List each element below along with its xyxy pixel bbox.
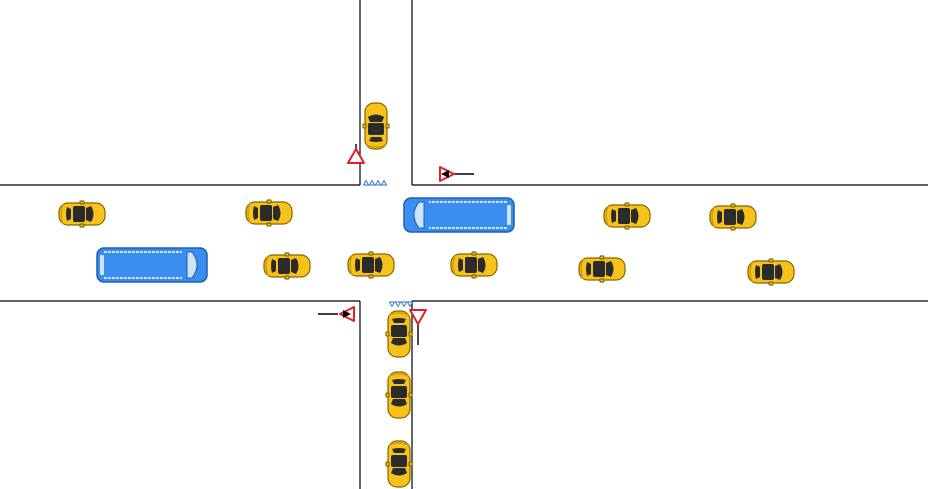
yield-sign-top-right xyxy=(439,166,474,182)
yield-sign-top-left xyxy=(347,144,365,164)
car-icon xyxy=(347,251,395,279)
crossing-markers-bottom xyxy=(388,301,414,307)
bus-icon xyxy=(96,247,208,283)
car-icon xyxy=(362,102,390,150)
car-icon xyxy=(385,371,413,419)
triangle-marker-icon xyxy=(374,180,382,186)
triangle-marker-icon xyxy=(368,180,376,186)
car-icon xyxy=(245,199,293,227)
car-icon xyxy=(385,440,413,488)
vehicles-upper-lane xyxy=(58,197,757,233)
arrow-icon xyxy=(441,170,449,178)
triangle-marker-icon xyxy=(394,301,402,307)
car-icon xyxy=(578,255,626,283)
car-icon xyxy=(58,200,106,228)
yield-sign-bottom-right xyxy=(409,309,427,345)
triangle-marker-icon xyxy=(400,301,408,307)
vehicles-vertical-road xyxy=(362,102,413,488)
bus-icon xyxy=(403,197,515,233)
triangle-marker-icon xyxy=(380,180,388,186)
car-icon xyxy=(603,202,651,230)
car-icon xyxy=(747,258,795,286)
car-icon xyxy=(709,203,757,231)
crossing-markers-top xyxy=(362,180,388,186)
vehicles-lower-lane xyxy=(96,247,795,286)
car-icon xyxy=(450,251,498,279)
car-icon xyxy=(263,252,311,280)
yield-sign-bottom-left xyxy=(318,306,355,322)
triangle-marker-icon xyxy=(362,180,370,186)
triangle-marker-icon xyxy=(388,301,396,307)
yield-sign-icon xyxy=(347,148,365,164)
arrow-icon xyxy=(343,310,351,318)
car-icon xyxy=(385,310,413,358)
